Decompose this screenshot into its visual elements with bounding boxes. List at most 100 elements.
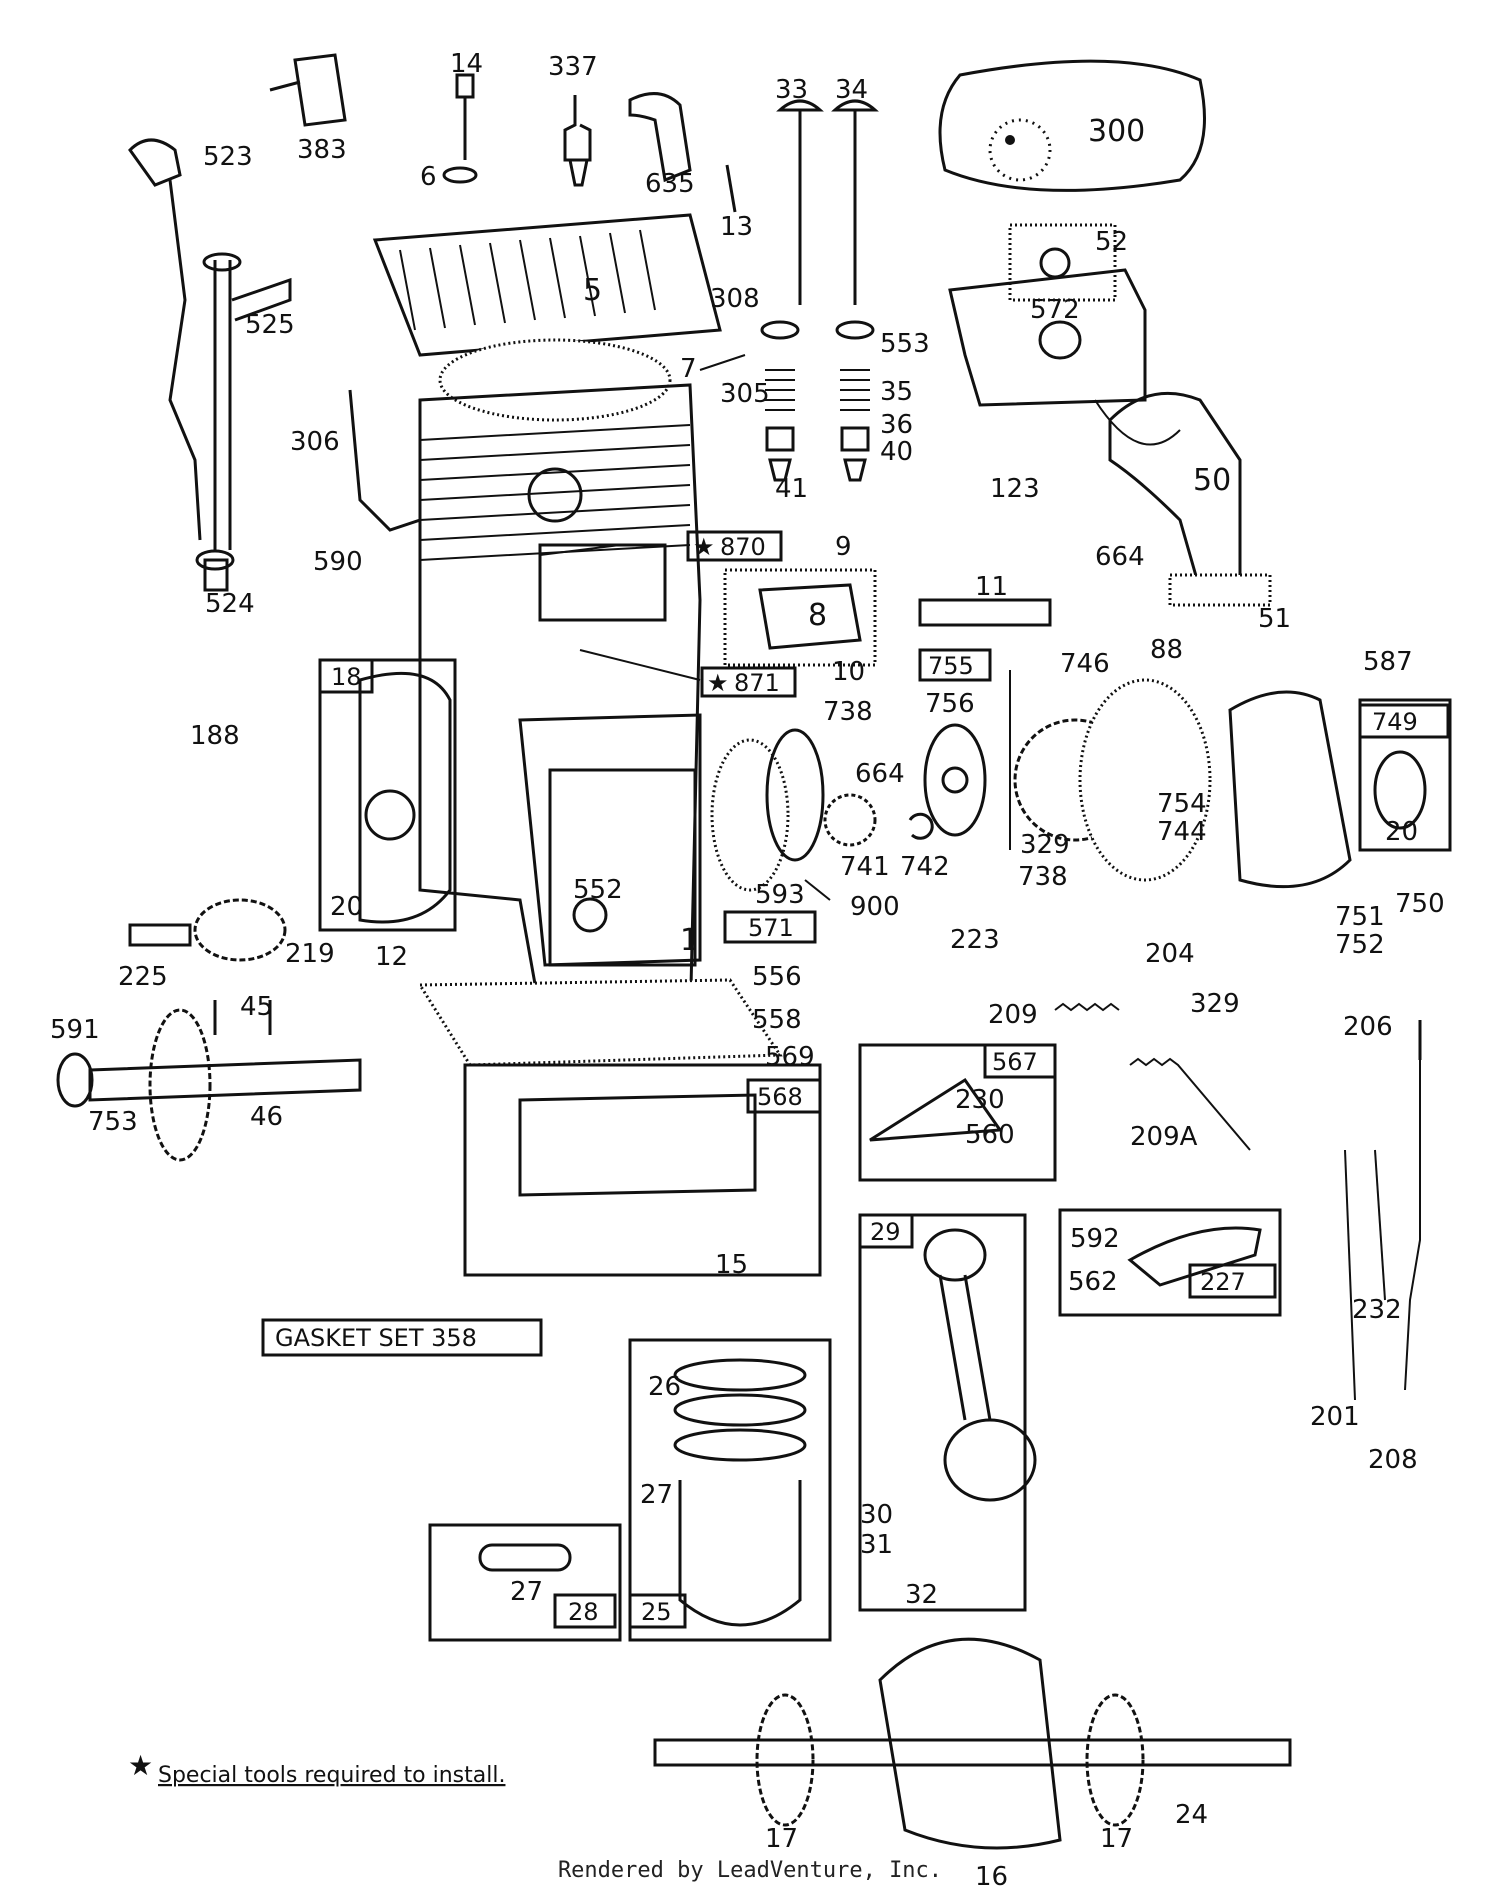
part-label: 664 bbox=[855, 759, 905, 789]
part-label: 30 bbox=[860, 1500, 893, 1530]
part-label: 14 bbox=[450, 49, 483, 79]
part-label: 744 bbox=[1157, 817, 1207, 847]
part-label: 587 bbox=[1363, 647, 1413, 677]
parts-illustration bbox=[56, 53, 1452, 1850]
part-label: 738 bbox=[823, 697, 873, 727]
part-label: 562 bbox=[1068, 1267, 1118, 1297]
part-label: 523 bbox=[203, 142, 253, 172]
group-label: 749 bbox=[1372, 708, 1418, 736]
part-label: 31 bbox=[860, 1530, 893, 1560]
part-label: 27 bbox=[640, 1480, 673, 1510]
part-label: 209A bbox=[1130, 1122, 1198, 1152]
part-label: 664 bbox=[1095, 542, 1145, 572]
part-label: 8 bbox=[808, 598, 827, 633]
group-label: 870 bbox=[720, 533, 766, 561]
special-tool-star: ★ bbox=[128, 1749, 153, 1782]
special-tool-star: ★ bbox=[693, 533, 715, 561]
group-label: 567 bbox=[992, 1048, 1038, 1076]
part-label: 34 bbox=[835, 75, 868, 105]
part-label: 15 bbox=[715, 1250, 748, 1280]
part-label: 50 bbox=[1193, 463, 1231, 498]
part-label: 591 bbox=[50, 1015, 100, 1045]
part-label: 7 bbox=[680, 354, 697, 384]
part-label: 754 bbox=[1157, 789, 1207, 819]
part-label: 525 bbox=[245, 310, 295, 340]
part-label: 11 bbox=[975, 572, 1008, 602]
part-label: 6 bbox=[420, 162, 437, 192]
part-label: 752 bbox=[1335, 930, 1385, 960]
part-label: 12 bbox=[375, 942, 408, 972]
part-label: 569 bbox=[765, 1042, 815, 1072]
part-label: 225 bbox=[118, 962, 168, 992]
part-label: 209 bbox=[988, 1000, 1038, 1030]
part-label: 40 bbox=[880, 437, 913, 467]
group-boxes: ★ 870 ★ 871 18 755 749 571 567 568 29 22… bbox=[261, 530, 1450, 1629]
part-label: 52 bbox=[1095, 227, 1128, 257]
part-label: 230 bbox=[955, 1085, 1005, 1115]
part-label: 232 bbox=[1352, 1295, 1402, 1325]
part-label: 206 bbox=[1343, 1012, 1393, 1042]
part-label: 16 bbox=[975, 1862, 1008, 1892]
part-label: 32 bbox=[905, 1580, 938, 1610]
footnote: ★ Special tools required to install. bbox=[128, 1749, 505, 1788]
part-label: 746 bbox=[1060, 649, 1110, 679]
part-label: 524 bbox=[205, 589, 255, 619]
part-label: 750 bbox=[1395, 889, 1445, 919]
group-label: 755 bbox=[928, 652, 974, 680]
part-label: 219 bbox=[285, 939, 335, 969]
group-label: 227 bbox=[1200, 1268, 1246, 1296]
part-label: 9 bbox=[835, 532, 852, 562]
part-label: 46 bbox=[250, 1102, 283, 1132]
group-label: 28 bbox=[568, 1598, 599, 1626]
part-label: 17 bbox=[765, 1824, 798, 1854]
part-label: 123 bbox=[990, 474, 1040, 504]
part-label: 756 bbox=[925, 689, 975, 719]
part-label: 590 bbox=[313, 547, 363, 577]
group-label: 871 bbox=[734, 669, 780, 697]
part-label: 306 bbox=[290, 427, 340, 457]
footnote-text: Special tools required to install. bbox=[158, 1763, 505, 1788]
part-label: 88 bbox=[1150, 635, 1183, 665]
part-label: 10 bbox=[832, 657, 865, 687]
group-label: 571 bbox=[748, 914, 794, 942]
part-label: 51 bbox=[1258, 604, 1291, 634]
footer-credit: Rendered by LeadVenture, Inc. bbox=[557, 1858, 943, 1883]
part-label: 208 bbox=[1368, 1445, 1418, 1475]
part-label: 552 bbox=[573, 875, 623, 905]
part-label: 593 bbox=[755, 880, 805, 910]
part-label: 742 bbox=[900, 852, 950, 882]
group-label: 568 bbox=[757, 1083, 803, 1111]
part-label: 20 bbox=[1385, 817, 1418, 847]
part-label: 738 bbox=[1018, 862, 1068, 892]
part-label: 188 bbox=[190, 721, 240, 751]
part-label: 13 bbox=[720, 212, 753, 242]
part-label: 305 bbox=[720, 379, 770, 409]
part-label: 27 bbox=[510, 1577, 543, 1607]
part-label: 35 bbox=[880, 377, 913, 407]
part-label: 558 bbox=[752, 1005, 802, 1035]
part-label: 560 bbox=[965, 1120, 1015, 1150]
part-label: 300 bbox=[1088, 114, 1145, 149]
part-label: 329 bbox=[1020, 830, 1070, 860]
part-label: 33 bbox=[775, 75, 808, 105]
group-label: 18 bbox=[331, 663, 362, 691]
part-label: 383 bbox=[297, 135, 347, 165]
part-label: 17 bbox=[1100, 1824, 1133, 1854]
part-label: 592 bbox=[1070, 1224, 1120, 1254]
group-label: 25 bbox=[641, 1598, 672, 1626]
part-label: 36 bbox=[880, 410, 913, 440]
part-label: 24 bbox=[1175, 1800, 1208, 1830]
part-label: 635 bbox=[645, 169, 695, 199]
part-label: 41 bbox=[775, 474, 808, 504]
part-label: 201 bbox=[1310, 1402, 1360, 1432]
part-label: 223 bbox=[950, 925, 1000, 955]
special-tool-star: ★ bbox=[707, 669, 729, 697]
part-label: 553 bbox=[880, 329, 930, 359]
part-label: 20 bbox=[330, 892, 363, 922]
gasket-set-label: GASKET SET 358 bbox=[275, 1324, 477, 1352]
part-label: 1 bbox=[680, 923, 699, 958]
part-label: 26 bbox=[648, 1372, 681, 1402]
part-label: 329 bbox=[1190, 989, 1240, 1019]
part-label: 5 bbox=[583, 273, 602, 308]
